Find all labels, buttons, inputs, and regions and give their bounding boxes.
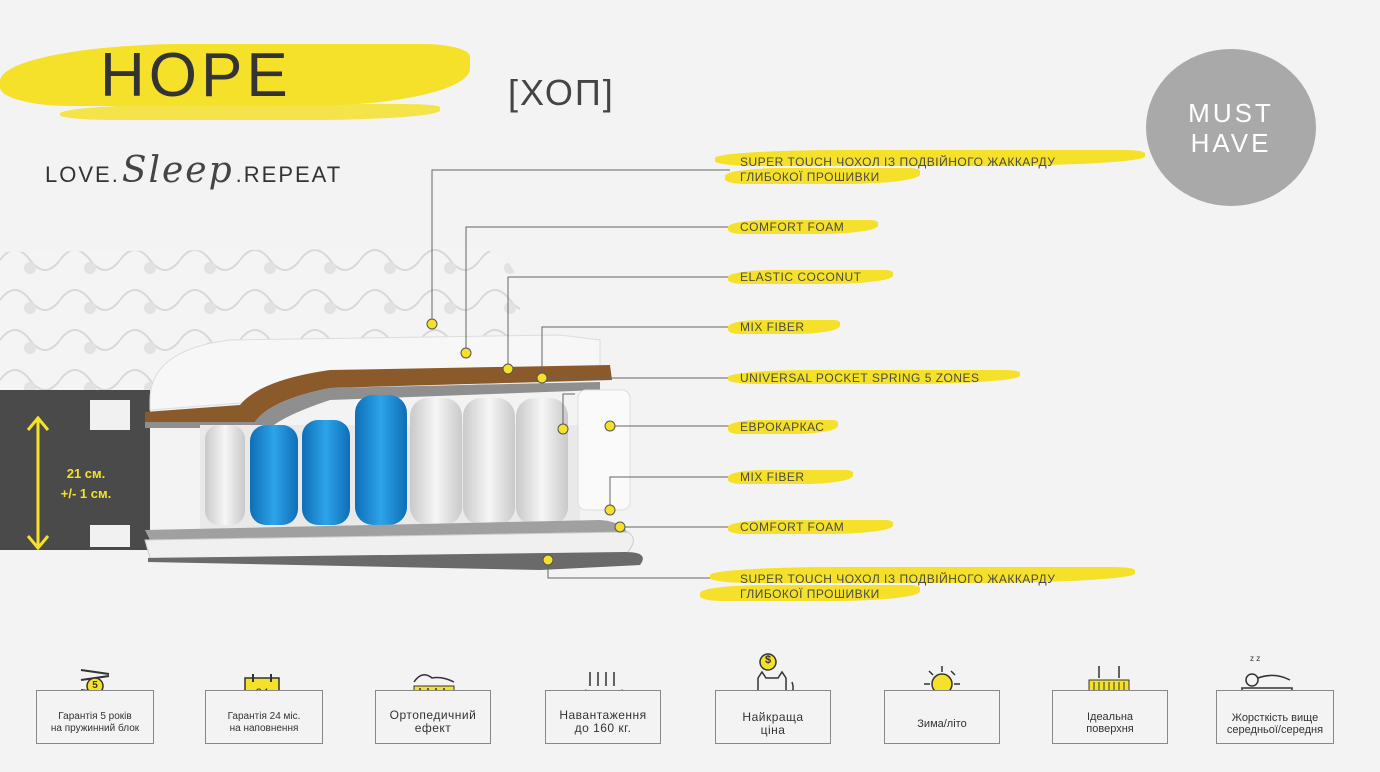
callout-dot: [614, 521, 626, 533]
height-arrow-top: [26, 415, 50, 431]
layer-label-cover-bottom: SUPER TOUCH ЧОХОЛ ІЗ ПОДВІЙНОГО ЖАККАРДУ…: [740, 572, 1055, 602]
feature-text: ефект: [414, 721, 452, 735]
feature-firmness: Жорсткість вище середньої/середня: [1216, 690, 1334, 744]
callout-dot: [502, 363, 514, 375]
side-label-bottom: [90, 525, 130, 547]
label-highlight: [710, 567, 1135, 583]
leader-line-7: [609, 476, 730, 510]
label-highlight: [725, 168, 920, 184]
leader-line-4: [541, 326, 730, 378]
feature-text: середньої/середня: [1226, 724, 1324, 736]
euro-frame: [577, 389, 631, 511]
mattress-illustration: [0, 248, 643, 570]
leader-line-5b: [562, 393, 575, 429]
badge-line-2: HAVE: [1190, 127, 1272, 158]
spring: [516, 398, 568, 525]
product-title-transliteration: [ХОП]: [508, 72, 615, 113]
layer-label-euro-frame: ЕВРОКАРКАС: [740, 420, 825, 434]
feature-warranty-spring: Гарантія 5 років на пружинний блок: [36, 690, 154, 744]
sleep-zz-badge: z z: [1250, 654, 1261, 663]
layer-label-line: SUPER TOUCH ЧОХОЛ ІЗ ПОДВІЙНОГО ЖАККАРДУ: [740, 155, 1056, 169]
layer-label-comfort-foam-bottom: COMFORT FOAM: [740, 520, 845, 534]
label-highlight: [728, 470, 853, 484]
leader-line-2: [465, 226, 730, 353]
slogan: LOVE.Sleep.REPEAT: [45, 150, 342, 191]
label-highlight: [728, 270, 893, 284]
feature-text: Ідеальна: [1086, 711, 1134, 723]
spring: [205, 425, 245, 525]
layer-label-cover-top: SUPER TOUCH ЧОХОЛ ІЗ ПОДВІЙНОГО ЖАККАРДУ…: [740, 155, 1055, 185]
callout-dot: [604, 504, 616, 516]
layer-label-pocket-spring: UNIVERSAL POCKET SPRING 5 ZONES: [740, 371, 980, 385]
layer-label-comfort-foam: COMFORT FOAM: [740, 220, 845, 234]
label-highlight: [728, 370, 1020, 384]
slogan-script: Sleep: [121, 150, 234, 191]
layer-label-mix-fiber: MIX FIBER: [740, 320, 805, 334]
must-have-badge: MUST HAVE: [1146, 49, 1316, 206]
spring: [410, 398, 462, 525]
feature-text: Жорсткість вище: [1231, 712, 1319, 724]
feature-text: Зима/літо: [917, 718, 967, 730]
feature-text: на пружинний блок: [50, 723, 140, 734]
layer-label-line: ГЛИБОКОЇ ПРОШИВКИ: [740, 587, 880, 601]
leader-line-3: [507, 276, 730, 369]
title-brush: [0, 44, 470, 106]
height-arrow-bottom: [26, 535, 50, 551]
leader-line-9: [547, 560, 730, 579]
label-highlight: [728, 420, 838, 434]
spring-blue: [250, 425, 298, 525]
cat-coin-icon: [757, 653, 794, 703]
feature-load: Навантаження до 160 кг.: [545, 690, 661, 744]
feature-text: до 160 кг.: [574, 721, 632, 735]
slogan-left: LOVE.: [45, 162, 120, 187]
feature-ideal-surface: Ідеальна поверхня: [1052, 690, 1168, 744]
feature-best-price: Найкраща ціна: [715, 690, 831, 744]
callout-dot: [557, 423, 569, 435]
warranty-years-badge: 5: [92, 680, 98, 691]
feature-text: Гарантія 24 міс.: [227, 711, 301, 722]
callout-dot: [542, 554, 554, 566]
height-value: 21 см.: [66, 466, 106, 481]
feature-orthopedic: Ортопедичний ефект: [375, 690, 491, 744]
layer-label-line: SUPER TOUCH ЧОХОЛ ІЗ ПОДВІЙНОГО ЖАККАРДУ: [740, 572, 1056, 586]
label-highlight: [700, 585, 920, 601]
feature-text: поверхня: [1086, 723, 1134, 735]
badge-line-1: MUST: [1188, 97, 1274, 128]
callout-dot: [460, 347, 472, 359]
price-coin-badge: $: [764, 654, 772, 666]
label-highlight: [715, 150, 1145, 166]
callout-dot: [604, 420, 616, 432]
height-tolerance: +/- 1 см.: [60, 486, 112, 501]
leader-line-1: [431, 169, 730, 324]
side-label-top: [90, 400, 130, 430]
feature-text: Найкраща: [742, 710, 804, 724]
spring: [463, 398, 515, 525]
feature-text: Ортопедичний: [389, 708, 477, 722]
spring-blue: [302, 420, 350, 525]
layer-label-coconut: ELASTIC COCONUT: [740, 270, 862, 284]
spring-blue: [355, 395, 407, 525]
feature-text: на наповнення: [229, 723, 299, 734]
height-label: 21 см. +/- 1 см.: [56, 464, 116, 504]
feature-warranty-filling: Гарантія 24 міс. на наповнення: [205, 690, 323, 744]
feature-winter-summer: Зима/літо: [884, 690, 1000, 744]
label-highlight: [728, 220, 878, 234]
callout-dot: [426, 318, 438, 330]
feature-text: Навантаження: [559, 708, 647, 722]
slogan-right: .REPEAT: [235, 162, 343, 187]
feature-text: Гарантія 5 років: [58, 711, 132, 722]
product-title: HOPE: [100, 41, 292, 110]
callout-dot: [536, 372, 548, 384]
bottom-cover-layer: [148, 552, 643, 570]
title-brush-tail: [60, 104, 440, 120]
label-highlight: [728, 520, 893, 534]
layer-label-line: ГЛИБОКОЇ ПРОШИВКИ: [740, 170, 880, 184]
label-highlight: [728, 320, 840, 334]
coconut-layer: [145, 365, 612, 422]
layer-label-mix-fiber-bottom: MIX FIBER: [740, 470, 805, 484]
fiber-layer: [145, 382, 600, 428]
feature-text: ціна: [760, 723, 786, 737]
